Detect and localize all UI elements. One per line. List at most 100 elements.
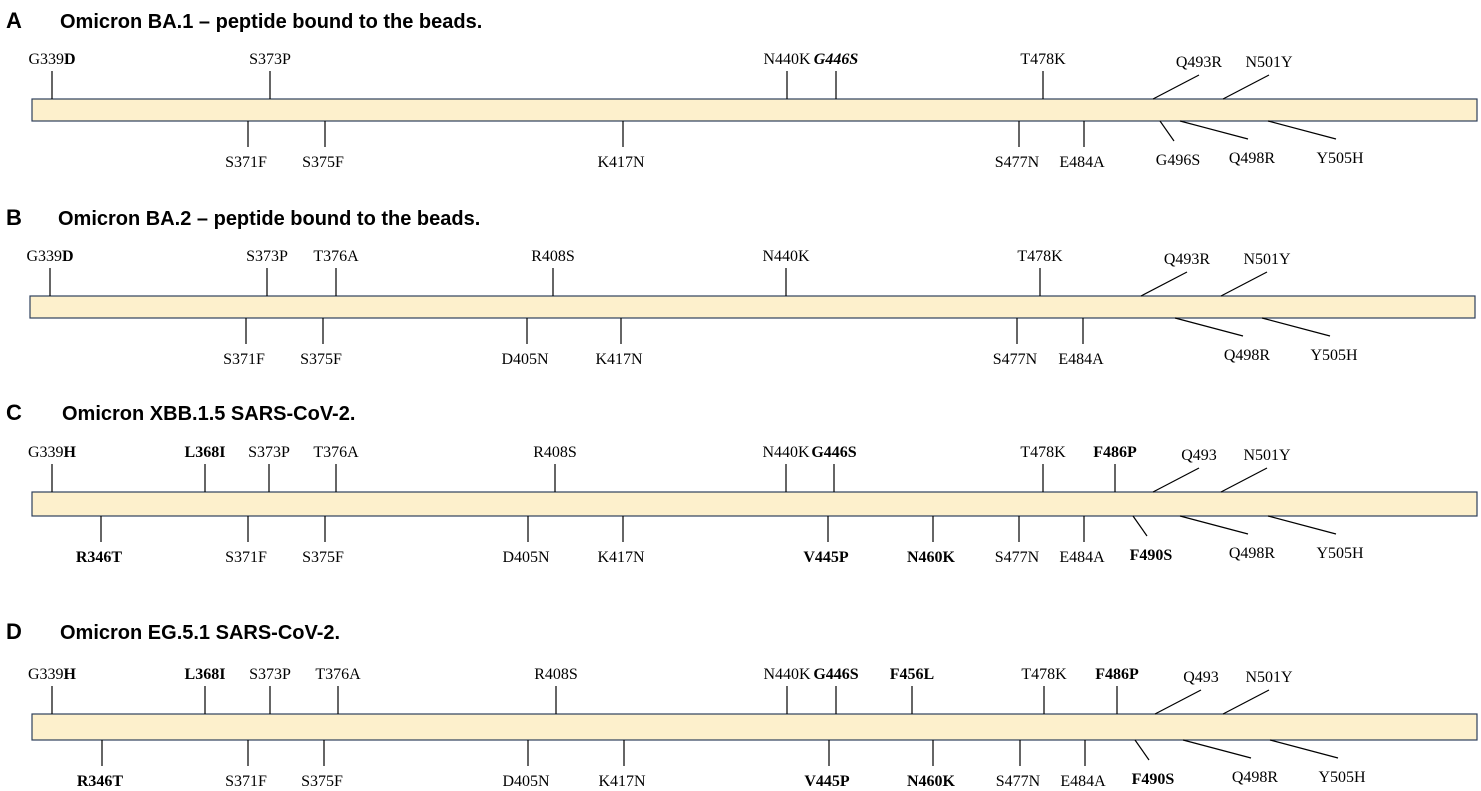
- mutation-label: N440K: [763, 51, 811, 68]
- mutation-label: R408S: [531, 248, 575, 265]
- mutation-label: S477N: [995, 549, 1040, 566]
- mutation-label: Q493: [1181, 447, 1217, 464]
- mutation-tick: [1182, 739, 1252, 759]
- mutation-label: G339H: [28, 666, 77, 683]
- mutation-tick: [1179, 515, 1249, 535]
- mutation-tick: [1220, 467, 1268, 493]
- mutation-label: S477N: [995, 154, 1040, 171]
- panel-letter: B: [6, 205, 22, 230]
- mutation-tick: [1222, 689, 1270, 715]
- mutation-tick: [1154, 689, 1202, 715]
- mutation-label: E484A: [1059, 154, 1105, 171]
- mutation-label: G339D: [26, 248, 73, 265]
- mutation-label: S373P: [246, 248, 288, 265]
- mutation-tick: [1222, 74, 1270, 100]
- panel-letter: D: [6, 619, 22, 644]
- mutation-label: S375F: [302, 154, 344, 171]
- panel-title: Omicron EG.5.1 SARS-CoV-2.: [60, 622, 340, 644]
- mutation-label: T478K: [1020, 51, 1066, 68]
- mutation-label: K417N: [597, 549, 645, 566]
- mutation-tick: [1220, 271, 1268, 297]
- mutation-label: D405N: [502, 773, 550, 790]
- mutation-label: Q498R: [1229, 150, 1276, 167]
- mutation-label: Y505H: [1310, 347, 1358, 364]
- mutation-label: N501Y: [1245, 669, 1293, 686]
- mutation-label: S373P: [249, 51, 291, 68]
- mutation-label: Y505H: [1316, 545, 1364, 562]
- sequence-bar: [31, 491, 1478, 517]
- mutation-label: T376A: [313, 444, 359, 461]
- mutation-label: R346T: [77, 773, 124, 790]
- mutation-label: Y505H: [1318, 769, 1366, 786]
- mutation-tick: [1174, 317, 1244, 337]
- mutation-label: S375F: [300, 351, 342, 368]
- mutation-tick: [1179, 120, 1249, 140]
- panel-title: Omicron BA.2 – peptide bound to the bead…: [58, 208, 480, 230]
- mutation-label: F456L: [890, 666, 934, 683]
- mutation-label: G446S: [813, 666, 858, 683]
- mutation-tick: [1261, 317, 1331, 337]
- mutation-label: K417N: [597, 154, 645, 171]
- mutation-label: S371F: [225, 773, 267, 790]
- sequence-bar: [31, 713, 1478, 741]
- mutation-label: N440K: [762, 444, 810, 461]
- mutation-label: S375F: [302, 549, 344, 566]
- mutation-tick: [1267, 515, 1337, 535]
- mutation-label: L368I: [185, 444, 226, 461]
- mutation-tick: [1140, 271, 1188, 297]
- mutation-label: T478K: [1017, 248, 1063, 265]
- mutation-label: T376A: [313, 248, 359, 265]
- panel-title: Omicron XBB.1.5 SARS-CoV-2.: [62, 403, 355, 425]
- mutation-label: Q498R: [1232, 769, 1279, 786]
- mutation-label: F490S: [1130, 547, 1173, 564]
- mutation-label: T478K: [1020, 444, 1066, 461]
- mutation-label: S371F: [223, 351, 265, 368]
- mutation-tick: [1152, 467, 1200, 493]
- mutation-label: R346T: [76, 549, 123, 566]
- mutation-label: D405N: [502, 549, 550, 566]
- mutation-label: E484A: [1058, 351, 1104, 368]
- panel-d: D Omicron EG.5.1 SARS-CoV-2. G339H L368I S37…: [6, 619, 1478, 790]
- mutation-label: Q493R: [1176, 54, 1223, 71]
- mutation-label: S373P: [248, 444, 290, 461]
- mutation-label: G496S: [1156, 152, 1200, 169]
- mutation-label: Q493: [1183, 669, 1219, 686]
- mutation-tick: [1267, 120, 1337, 140]
- mutation-label: S375F: [301, 773, 343, 790]
- mutation-label: S477N: [996, 773, 1041, 790]
- mutation-label: F486P: [1093, 444, 1137, 461]
- mutation-label: N460K: [907, 773, 956, 790]
- sequence-bar: [31, 98, 1478, 122]
- mutation-label: V445P: [803, 549, 849, 566]
- mutation-label: Q498R: [1224, 347, 1271, 364]
- mutation-label: Q498R: [1229, 545, 1276, 562]
- mutation-label: S371F: [225, 154, 267, 171]
- mutation-tick: [1134, 739, 1150, 761]
- mutation-label: N501Y: [1243, 251, 1291, 268]
- mutation-label: K417N: [598, 773, 646, 790]
- mutation-label: V445P: [804, 773, 850, 790]
- mutation-label: N440K: [763, 666, 811, 683]
- mutation-label: T376A: [315, 666, 361, 683]
- mutation-label: S477N: [993, 351, 1038, 368]
- mutation-label: S371F: [225, 549, 267, 566]
- panel-title: Omicron BA.1 – peptide bound to the bead…: [60, 11, 482, 33]
- mutation-label: N460K: [907, 549, 956, 566]
- mutation-label: D405N: [501, 351, 549, 368]
- mutation-tick: [1159, 120, 1175, 142]
- mutation-tick: [1269, 739, 1339, 759]
- mutation-tick: [1132, 515, 1148, 537]
- mutation-label: Q493R: [1164, 251, 1211, 268]
- mutation-label: E484A: [1059, 549, 1105, 566]
- mutation-label: S373P: [249, 666, 291, 683]
- panel-b: B Omicron BA.2 – peptide bound to the bea…: [6, 205, 1476, 368]
- mutation-label: N501Y: [1243, 447, 1291, 464]
- mutation-label: K417N: [595, 351, 643, 368]
- mutation-label: L368I: [185, 666, 226, 683]
- mutation-label: F486P: [1095, 666, 1139, 683]
- mutation-label: R408S: [534, 666, 578, 683]
- mutation-label: N501Y: [1245, 54, 1293, 71]
